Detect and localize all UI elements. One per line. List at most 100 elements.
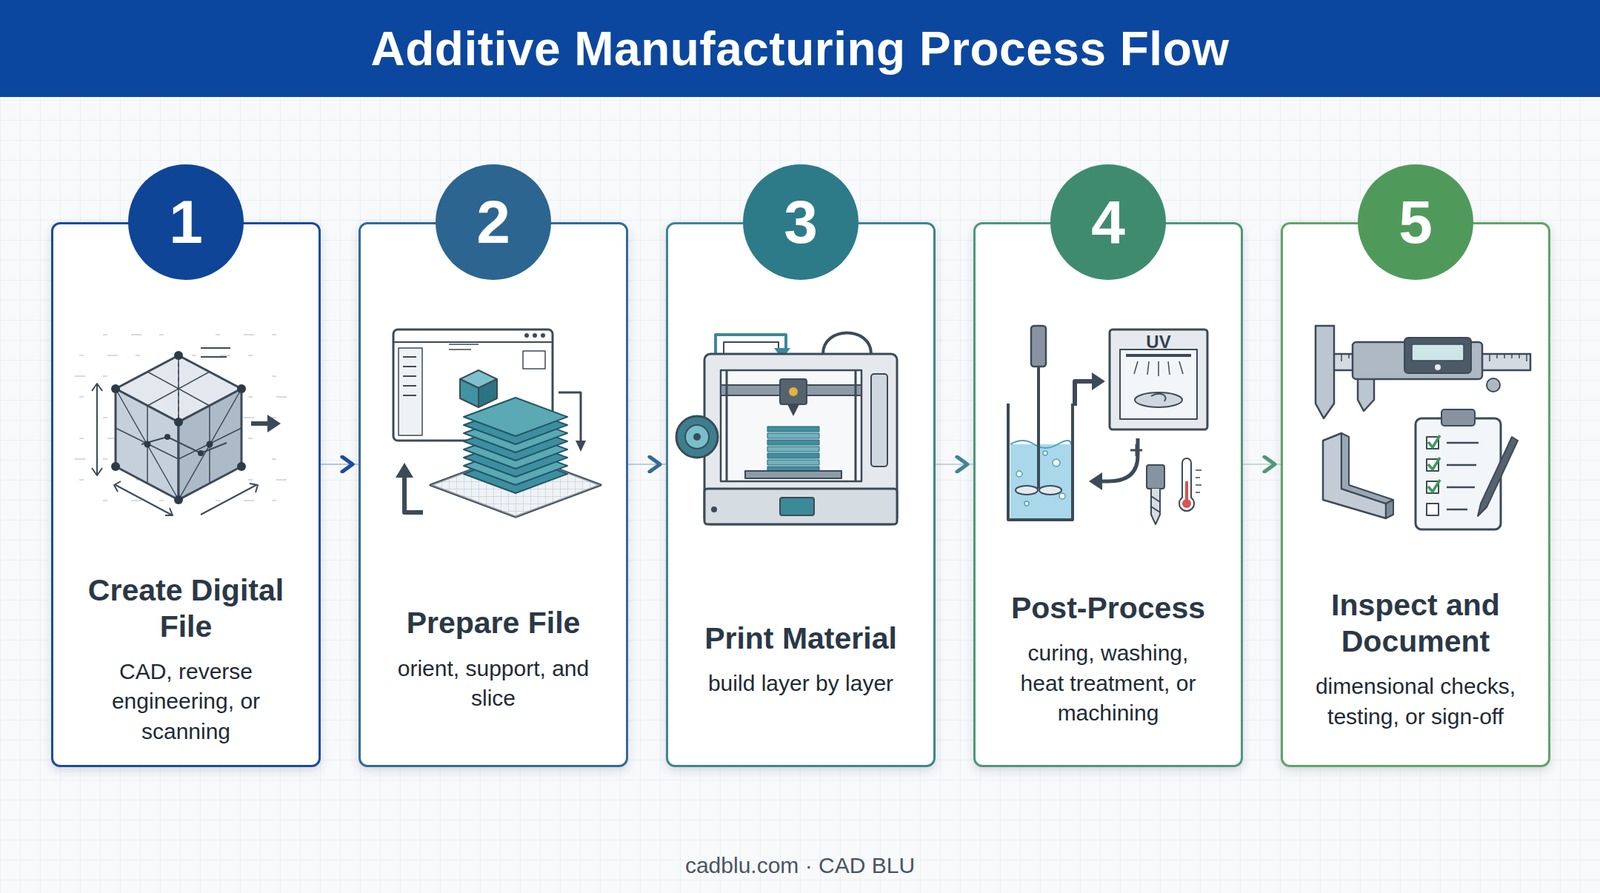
flow-chevron <box>935 463 974 466</box>
step-heading: Print Material <box>704 620 898 658</box>
cad-cube-icon <box>200 483 258 515</box>
print-layers <box>767 453 820 459</box>
step-number-circle: 3 <box>742 164 859 280</box>
post-process-icon <box>1008 325 1208 525</box>
slicer-icon <box>398 348 423 436</box>
inspection-icon <box>1426 503 1439 516</box>
binary-texture <box>271 334 277 336</box>
inspection-icon <box>1322 433 1386 519</box>
binary-texture <box>248 479 253 481</box>
cad-cube-icon <box>111 384 120 394</box>
binary-texture <box>79 396 84 398</box>
printer-icon <box>871 374 888 467</box>
post-process-icon <box>1091 372 1106 391</box>
scale-ticks <box>1340 354 1343 362</box>
inspection-icon <box>1315 325 1531 530</box>
icon-label: UV <box>1145 331 1171 353</box>
step-text: Inspect and Document dimensional checks, … <box>1282 561 1549 758</box>
binary-texture <box>159 500 164 502</box>
cad-cube-icon <box>237 462 246 472</box>
step-number: 4 <box>1091 191 1126 253</box>
slicer-icon <box>532 333 538 338</box>
post-process-icon <box>1125 354 1192 358</box>
cad-cube-icon <box>114 481 173 516</box>
binary-texture <box>102 458 108 460</box>
printer-icon <box>711 506 718 513</box>
binary-texture <box>131 334 142 336</box>
cad-cube-icon <box>91 383 103 476</box>
post-process-icon <box>1185 481 1189 504</box>
step-number: 2 <box>476 191 511 253</box>
post-process-icon <box>1037 366 1040 489</box>
step-number-circle: 1 <box>128 164 244 280</box>
step-description: curing, washing, heat treatment, or mach… <box>1015 638 1201 729</box>
cad-cube-icon <box>197 450 204 457</box>
slicer-icon <box>524 333 529 338</box>
cad-cube-icon <box>237 384 246 394</box>
post-process-icon <box>1016 471 1023 478</box>
inspection-icon <box>1385 500 1394 519</box>
step-number: 3 <box>783 191 818 253</box>
scale-ticks <box>1518 354 1520 359</box>
step-heading: Post-Process <box>1011 590 1206 627</box>
printer-icon <box>720 370 862 482</box>
post-process-icon <box>1099 438 1138 482</box>
post-process-icon <box>1059 493 1066 500</box>
printer-icon <box>704 354 898 525</box>
binary-texture <box>248 354 253 357</box>
step-number-circle: 4 <box>1050 164 1166 280</box>
scale-ticks <box>1511 354 1513 359</box>
slice-layers <box>463 397 568 494</box>
cad-cube-icon <box>177 355 180 500</box>
binary-texture <box>102 417 108 419</box>
cad-cube-icon <box>174 351 183 360</box>
post-process-icon <box>1195 470 1202 493</box>
post-process-icon <box>1024 501 1029 506</box>
binary-texture <box>220 354 231 357</box>
slicer-icon <box>395 462 414 478</box>
inspection-icon <box>1315 325 1335 419</box>
post-process-icon <box>1179 458 1195 512</box>
slicer-icon <box>524 333 546 338</box>
card-ground <box>665 222 936 768</box>
binary-texture <box>74 458 86 460</box>
flow-chevron <box>628 463 666 466</box>
post-process-icon <box>1151 488 1160 525</box>
slicer-icon <box>478 379 498 408</box>
inspection-icon <box>1434 364 1441 371</box>
post-process-icon <box>1074 381 1094 406</box>
slicer-icon <box>522 351 546 369</box>
slicer-icon <box>540 333 546 338</box>
inspection-icon <box>1415 418 1501 530</box>
step-text: Print Materialbuild layer by layer <box>668 561 934 758</box>
binary-texture <box>271 375 277 378</box>
inspection-icon <box>1477 437 1518 517</box>
binary-texture <box>131 500 142 502</box>
slicer-icon <box>402 357 417 396</box>
scale-ticks <box>1348 354 1350 359</box>
scale-ticks <box>1503 354 1506 359</box>
printer-icon <box>788 387 798 397</box>
post-process-icon <box>1151 394 1166 402</box>
binary-texture <box>243 500 255 502</box>
step-card: Print Materialbuild layer by layer3 <box>665 222 936 768</box>
print-layers <box>767 433 820 439</box>
cad-cube-icon <box>115 355 242 500</box>
step-heading: Inspect and Document <box>1289 587 1542 660</box>
binary-texture <box>159 334 164 336</box>
slicer-icon <box>575 440 586 452</box>
step-text: Post-Process curing, washing, heat treatm… <box>975 561 1241 758</box>
post-process-icon <box>1130 444 1143 457</box>
slicer-icon <box>558 392 581 445</box>
binary-texture <box>102 375 108 378</box>
post-process-icon <box>1010 440 1072 449</box>
binary-texture <box>79 479 84 481</box>
post-process-icon <box>1016 451 1066 506</box>
printer-icon <box>676 416 718 458</box>
print-layers <box>767 440 820 446</box>
step-card: Create Digital FileCAD, reverse engineer… <box>51 222 321 768</box>
inspection-icon <box>1486 378 1500 392</box>
step-description: dimensional checks, testing, or sign-off <box>1293 671 1538 732</box>
